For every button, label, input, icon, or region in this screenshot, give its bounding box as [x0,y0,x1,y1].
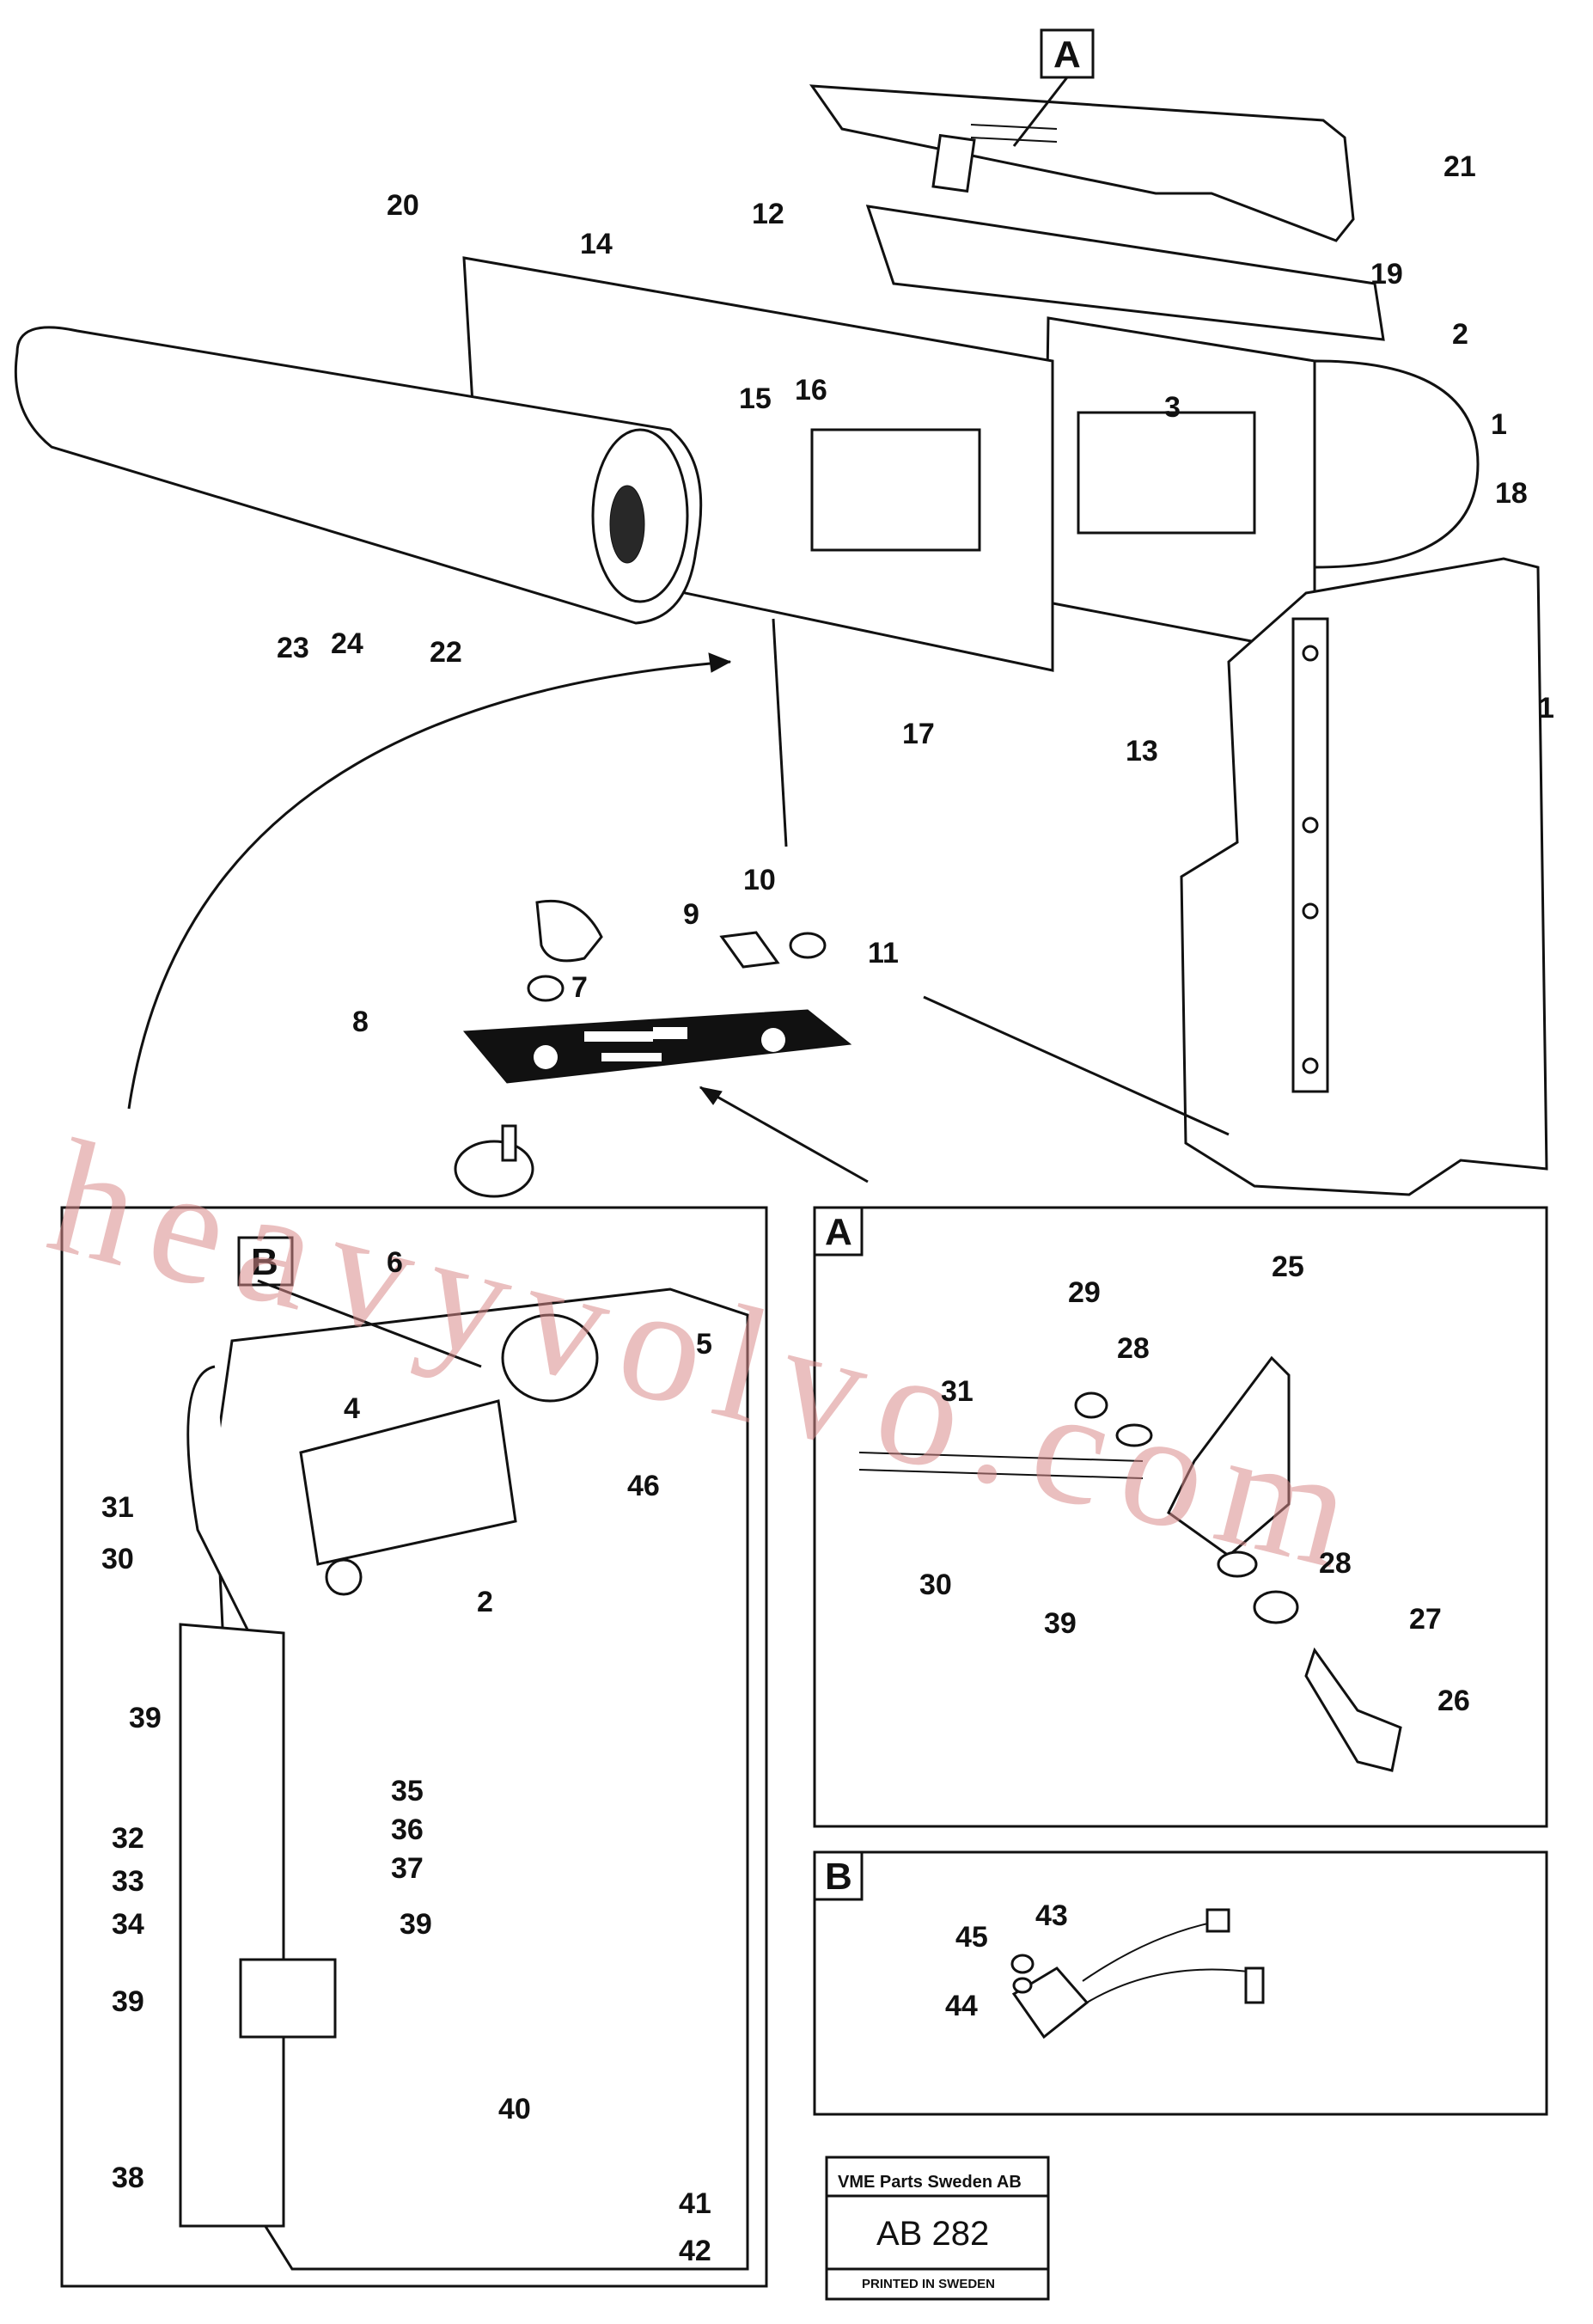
callout-number: 18 [1495,477,1528,510]
relay-detail [1010,1908,1265,2040]
callout-number: 35 [391,1775,424,1807]
parts-stamp: VME Parts Sweden AB AB 282 PRINTED IN SW… [825,2156,1050,2301]
cap-part [789,932,827,959]
callout-number: 19 [1370,258,1403,290]
detail-b-frame [813,1850,1548,2116]
callout-number: 44 [945,1990,978,2022]
callout-number: 37 [391,1852,424,1885]
callout-number: 38 [112,2162,144,2194]
knob-part [535,899,603,963]
callout-number: 11 [868,937,899,969]
callout-number: 28 [1319,1547,1352,1580]
leader-line [923,995,1230,1136]
callout-number: 42 [679,2235,711,2267]
fan-housing-part [1313,359,1480,569]
detail-box-a-marker-label: A [1053,34,1081,76]
stamp-printed: PRINTED IN SWEDEN [862,2277,995,2291]
callout-number: 21 [1443,150,1476,183]
callout-number: 20 [387,189,419,222]
callouts-detail-a: 29 28 25 31 30 39 28 27 26 [919,1251,1470,1717]
callout-number: 23 [277,632,309,664]
callout-number: 8 [352,1006,369,1038]
callout-number: 1 [1538,692,1554,725]
callout-number: 9 [683,898,699,931]
callout-number: 32 [112,1822,144,1855]
callout-number: 28 [1117,1332,1150,1365]
arrow-head [699,1086,723,1105]
callout-number: 6 [387,1246,403,1279]
callout-number: 13 [1126,735,1158,768]
detail-b-label-box [813,1850,864,1901]
callout-number: 22 [430,636,462,669]
pointer-arrow [127,660,731,1110]
top-cover-part [809,84,1355,242]
air-duct-part [14,326,703,625]
hinge-bracket-detail [858,1355,1402,1772]
callout-number: 12 [752,198,784,230]
callout-number: 26 [1437,1685,1470,1717]
detail-box-b-marker-label: B [251,1241,278,1283]
callout-number: 15 [739,382,772,415]
callout-number: 41 [679,2187,711,2220]
callout-number: 40 [498,2093,531,2125]
callout-number: 17 [902,718,935,750]
callout-number: 34 [112,1908,144,1941]
knob-spring [527,975,565,1002]
callout-number: 1 [1491,408,1507,441]
arrow-head [708,652,732,673]
detail-a-label: A [825,1211,852,1253]
callout-number: 4 [344,1392,360,1425]
inset-frame [60,1206,768,2288]
callout-number: 31 [101,1491,134,1524]
callout-number: 16 [795,374,827,407]
leader-line [772,618,788,847]
leader-line [257,1279,482,1368]
callout-number: 39 [1044,1607,1077,1640]
callout-number: 31 [941,1375,974,1408]
callout-number: 29 [1068,1276,1101,1309]
detail-a-frame [813,1206,1548,1828]
panel-opening [810,428,981,552]
stamp-company: VME Parts Sweden AB [838,2173,1022,2192]
callout-number: 25 [1272,1251,1304,1283]
callout-number: 39 [400,1908,432,1941]
callout-number: 14 [580,228,613,260]
detail-box-b-marker [237,1236,294,1287]
pointer-arrow [699,1086,869,1183]
callout-number: 5 [696,1328,712,1361]
callout-number: 10 [743,864,776,896]
callout-number: 39 [129,1702,162,1734]
housing-opening [1077,411,1256,535]
callout-number: 43 [1035,1899,1068,1932]
control-panel-part [462,1009,852,1084]
stamp-code: AB 282 [876,2215,989,2253]
callout-number: 30 [919,1569,952,1601]
callout-number: 30 [101,1543,134,1575]
bracket-part [865,205,1385,341]
switch-part [454,1124,534,1198]
detail-a-label-box [813,1206,864,1257]
callout-number: 24 [331,627,363,660]
heater-assembly-inset [179,1287,749,2271]
side-panel-part [1180,557,1548,1196]
callout-number: 36 [391,1813,424,1846]
callouts-detail-b: 45 43 44 [945,1899,1068,2022]
callout-number: 3 [1164,391,1181,424]
callout-number: 33 [112,1865,144,1898]
label-plate-part [719,931,780,969]
callout-number: 27 [1409,1603,1442,1636]
callout-number: 46 [627,1470,660,1502]
detail-b-label: B [825,1856,852,1898]
callout-number: 7 [571,971,588,1004]
callout-number: 2 [477,1586,493,1618]
callout-number: 39 [112,1985,144,2018]
callout-number: 45 [955,1921,988,1954]
callout-number: 2 [1452,318,1468,351]
callouts-inset-left: 6 5 4 46 31 30 2 39 35 36 37 32 33 34 39 39 40 38 41 42 [101,1246,712,2267]
